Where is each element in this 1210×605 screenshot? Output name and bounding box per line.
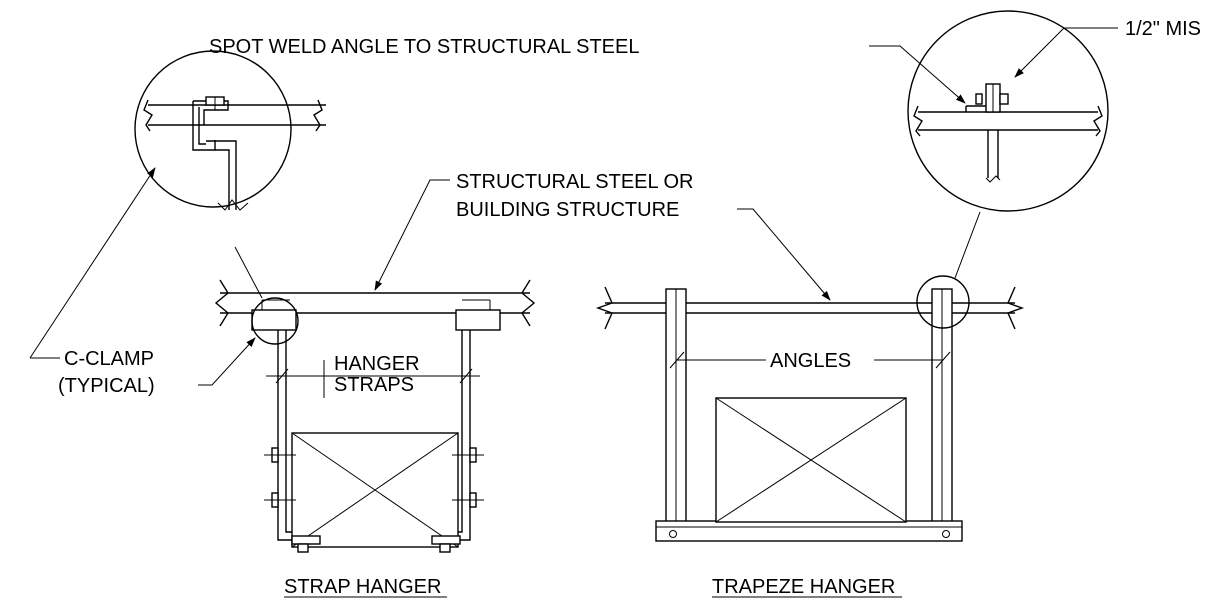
structural-steel-leader: [374, 179, 450, 291]
spot-weld-label: SPOT WELD ANGLE TO STRUCTURAL STEEL: [209, 36, 639, 58]
strap-clamp-callout-circle: [251, 297, 299, 345]
structural-steel-label-line1: STRUCTURAL STEEL OR: [456, 171, 693, 193]
c-clamp-detail: [134, 50, 326, 211]
weld-angle-detail: [907, 10, 1109, 212]
trapeze-duct: [715, 397, 907, 523]
hanger-label-line2: STRAPS: [334, 374, 414, 396]
trapeze-hanger-assembly: [595, 286, 1025, 542]
trapeze-angle-callout-circle: [916, 275, 970, 329]
angles-label: ANGLES: [770, 350, 851, 372]
structural-steel-label-line2: BUILDING STRUCTURE: [456, 199, 679, 221]
strap-screws: [264, 447, 484, 508]
building-structure-leader: [737, 208, 831, 301]
strap-clamp-right: [455, 309, 501, 331]
c-clamp-leader-upper: [29, 167, 156, 359]
strap-duct: [291, 432, 459, 548]
mis-label: 1/2" MIS: [1125, 18, 1201, 40]
hanger-label-line1: HANGER: [334, 353, 420, 375]
trapeze-support-channel: [655, 520, 963, 542]
strap-bottom-bolts: [291, 535, 461, 553]
strap-hanger-title: STRAP HANGER: [284, 576, 441, 598]
c-clamp-leader-lower: [198, 337, 256, 386]
mis-leader: [1014, 27, 1118, 78]
c-clamp-label-line2: (TYPICAL): [58, 375, 155, 397]
trapeze-hanger-title: TRAPEZE HANGER: [712, 576, 895, 598]
c-clamp-label-line1: C-CLAMP: [64, 348, 154, 370]
spot-weld-leader: [869, 45, 966, 104]
strap-clamp-left: [251, 309, 297, 331]
strap-hanger-assembly: [214, 279, 536, 553]
